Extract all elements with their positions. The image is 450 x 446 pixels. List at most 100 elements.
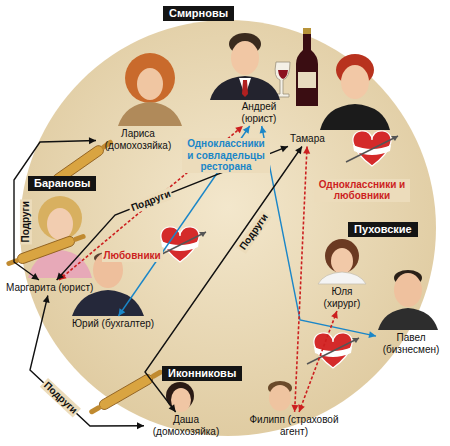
photo-yulia (318, 272, 366, 284)
photo-margarita (38, 196, 82, 240)
rolling-pin (88, 404, 102, 415)
photo-andrey (210, 33, 280, 100)
person-label: Юрий (бухгалтер) (72, 318, 154, 330)
person-name: Павел (бизнесмен) (378, 332, 444, 355)
heart-symbol (346, 136, 398, 162)
person-name: Филипп (страховой агент) (246, 414, 342, 437)
heart-symbol (391, 136, 398, 141)
connector-line (299, 311, 337, 412)
arrowhead (291, 405, 298, 412)
person-label: Филипп (страховой агент) (246, 414, 342, 437)
photo-andrey (210, 76, 280, 100)
arrowhead (298, 404, 305, 412)
relation-connector (298, 311, 338, 412)
arrowhead (169, 404, 176, 412)
person-label: Лариса (домохозяйка) (98, 128, 178, 151)
connector-line (30, 296, 144, 427)
wine-glasses (278, 70, 288, 79)
photo-margarita (47, 208, 73, 240)
arrowhead (280, 146, 288, 153)
background-circle (20, 20, 436, 436)
family-banner: Смирновы (163, 6, 234, 21)
photo-larisa (118, 102, 182, 126)
photo-tamara (320, 54, 390, 130)
heart-symbol (307, 338, 359, 364)
photo-yulia (318, 239, 366, 284)
person-name: Маргарита (юрист) (6, 282, 93, 294)
photo-larisa (137, 68, 163, 100)
person-label: Павел (бизнесмен) (378, 332, 444, 355)
relation-connector (30, 296, 144, 430)
photo-filipp (269, 385, 291, 411)
photo-andrey (242, 80, 248, 97)
arrowhead (331, 311, 338, 319)
family-banner: Барановы (28, 176, 96, 191)
relation-label: Одноклассники и совладельцы ресторана (182, 138, 270, 173)
relation-connector (14, 137, 96, 280)
photo-pavel (378, 270, 438, 330)
photo-larisa (125, 53, 175, 103)
person-label: Даша (домохозяйка) (146, 414, 226, 437)
photo-pavel (394, 273, 422, 307)
arrowhead (118, 308, 125, 316)
photo-andrey (239, 78, 251, 96)
photo-tamara (341, 65, 369, 99)
person-name: Юля (хирург) (318, 286, 366, 309)
heart-symbol (346, 131, 398, 166)
family-name: Смирновы (169, 7, 228, 20)
photo-tamara (320, 104, 390, 130)
photo-yulia (325, 239, 359, 273)
photo-dasha (166, 382, 194, 412)
arrowhead (260, 126, 267, 134)
arrowhead (368, 331, 376, 338)
wine-bottle (296, 28, 318, 106)
rolling-pin (72, 233, 86, 242)
heart-symbol (353, 145, 391, 155)
family-name: Пуховские (354, 223, 412, 236)
family-banner: Иконниковы (162, 366, 242, 381)
rolling-pin (98, 373, 155, 412)
heart-symbol (307, 333, 359, 368)
relation-label: Любовники (102, 250, 163, 262)
relation-label: Подруги (40, 378, 81, 417)
connector-line (14, 141, 96, 280)
heart-symbol (199, 232, 206, 237)
person-name: Тамара (290, 133, 325, 145)
person-label: Маргарита (юрист) (6, 282, 93, 294)
family-banner: Пуховские (348, 222, 418, 237)
family-name: Барановы (34, 177, 90, 190)
photo-larisa (118, 53, 182, 126)
arrowhead (303, 147, 310, 154)
wine-bottle (303, 28, 311, 34)
wine-bottle (298, 72, 316, 88)
photo-andrey (231, 41, 259, 75)
person-name: Лариса (домохозяйка) (98, 128, 178, 151)
arrowhead (137, 422, 144, 429)
arrowhead (89, 137, 96, 144)
arrowhead (43, 296, 50, 304)
arrowhead (235, 126, 243, 133)
relation-label: Одноклассники и любовники (314, 179, 410, 202)
arrowhead (295, 147, 302, 155)
relation-label: Подруги (19, 199, 31, 244)
photo-filipp (268, 381, 292, 411)
photo-margarita (28, 196, 92, 278)
relation-connector (291, 147, 310, 413)
wine-bottle (296, 28, 318, 106)
family-name: Иконниковы (168, 367, 236, 380)
person-label: Тамара (290, 133, 325, 145)
person-name: Андрей (юрист) (236, 101, 282, 124)
arrowhead (57, 272, 64, 280)
photo-pavel (378, 308, 438, 330)
arrowhead (243, 126, 250, 134)
person-name: Юрий (бухгалтер) (72, 318, 154, 330)
person-label: Юля (хирург) (318, 286, 366, 309)
arrowhead (31, 273, 39, 280)
heart-symbol (352, 338, 359, 343)
rolling-pin (87, 367, 165, 418)
rolling-pin (5, 231, 87, 269)
person-name: Даша (домохозяйка) (146, 414, 226, 437)
connector-line (295, 147, 307, 413)
photo-yulia (331, 248, 353, 274)
